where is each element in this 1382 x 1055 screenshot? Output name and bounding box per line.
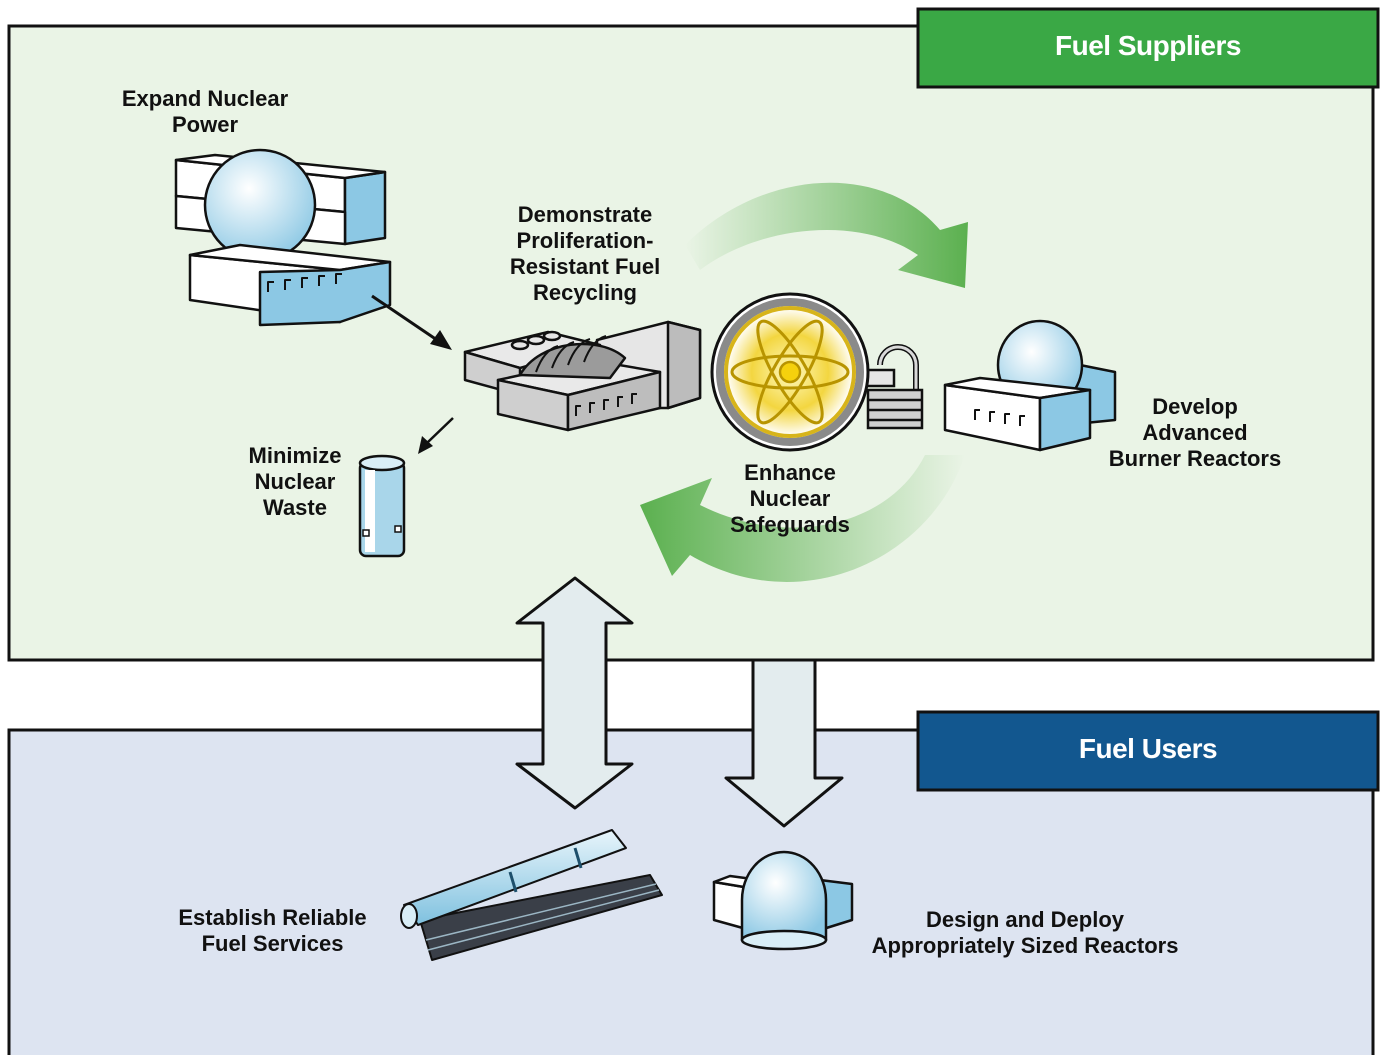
label-fuel-recycling: Demonstrate Proliferation- Resistant Fue… — [509, 202, 661, 305]
waste-canister-icon — [358, 454, 406, 558]
cycle-arrow-icon — [685, 182, 968, 288]
recycling-facility-icon — [463, 320, 702, 432]
burner-reactor-icon — [943, 319, 1117, 452]
label-burner-reactors: Develop Advanced Burner Reactors — [1108, 394, 1282, 471]
label-minimize-waste: Minimize Nuclear Waste — [248, 443, 342, 520]
fuel-suppliers-title: Fuel Suppliers — [1055, 30, 1241, 61]
label-sized-reactors: Design and Deploy Appropriately Sized Re… — [871, 907, 1179, 958]
fuel-suppliers-tab — [916, 7, 1380, 89]
down-arrow-icon — [724, 658, 844, 828]
cycle-arrow-icon — [640, 455, 965, 582]
flow-arrow — [371, 294, 454, 454]
label-fuel-services: Establish Reliable Fuel Services — [178, 905, 367, 956]
small-reactor-icon — [712, 850, 854, 951]
double-arrow-icon — [515, 576, 634, 810]
label-expand-nuclear-power: Expand Nuclear Power — [121, 86, 289, 137]
safeguard-atom-lock-icon — [710, 292, 924, 452]
fuel-users-title: Fuel Users — [1078, 733, 1218, 764]
nuclear-plant-icon — [174, 148, 392, 327]
label-enhance-safeguards: Enhance Nuclear Safeguards — [730, 460, 850, 537]
fuel-users-tab — [916, 710, 1380, 792]
fuel-rods-icon — [400, 829, 663, 961]
